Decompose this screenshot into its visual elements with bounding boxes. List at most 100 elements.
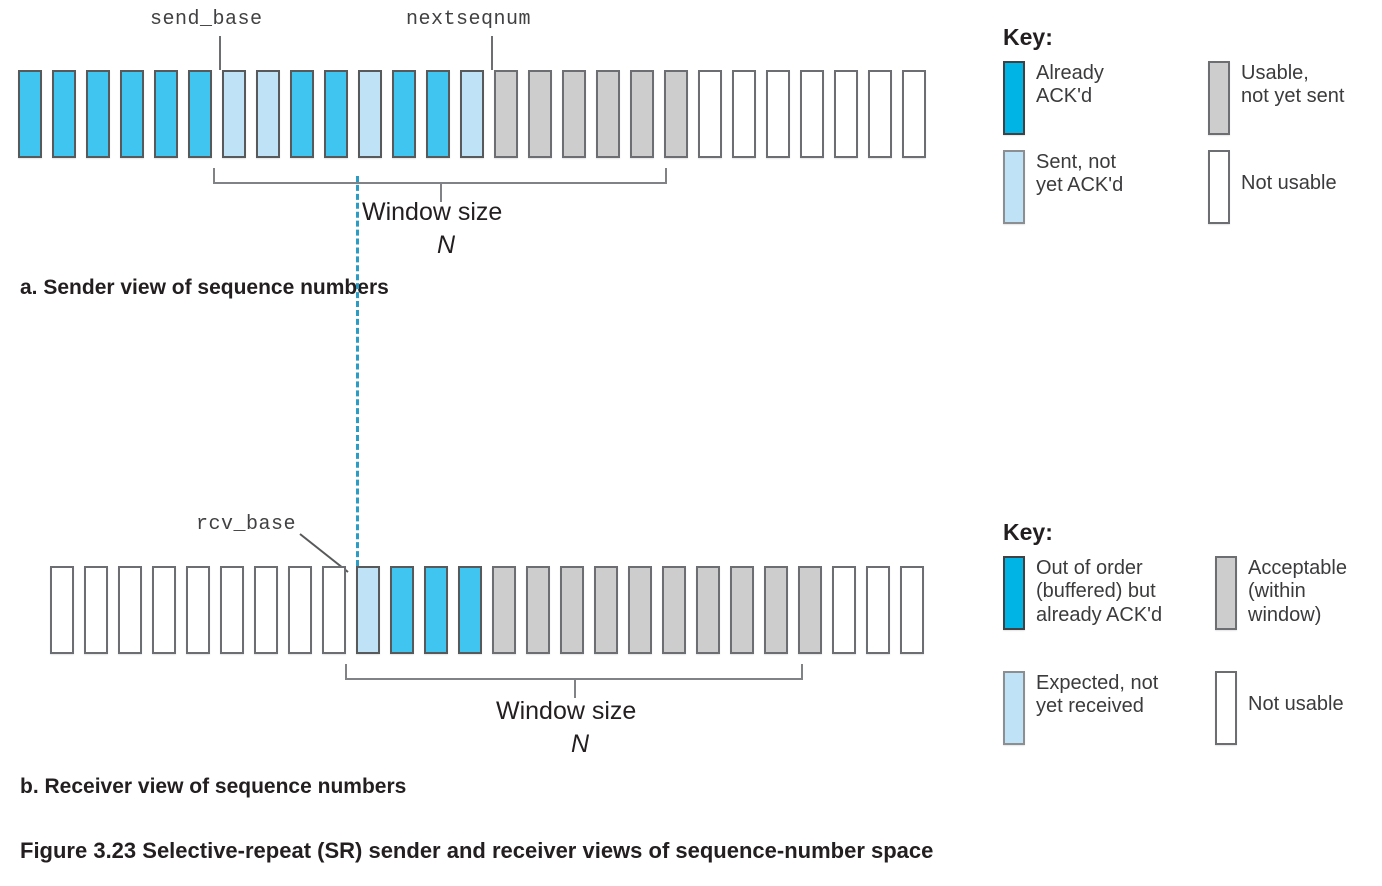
already-ackd-swatch-icon xyxy=(1003,61,1025,135)
receiver-sequence-cell xyxy=(84,566,108,654)
sender-key-item-usable-not-yet-sent: Usable, not yet sent xyxy=(1208,61,1382,135)
receiver-sequence-cell xyxy=(764,566,788,654)
receiver-key: Key: Out of order (buffered) but already… xyxy=(1003,519,1378,745)
sender-pointer-label-nextseqnum: nextseqnum xyxy=(406,8,532,31)
receiver-sequence-cell xyxy=(832,566,856,654)
receiver-sequence-cell xyxy=(220,566,244,654)
sender-sequence-cell xyxy=(562,70,586,158)
sender-window-bracket xyxy=(213,168,667,184)
sender-pointer-leader-send_base xyxy=(219,36,221,70)
receiver-key-item-label: Expected, not yet received xyxy=(1036,672,1159,718)
sender-key-item-not-usable: Not usable xyxy=(1208,150,1382,224)
receiver-sequence-cell xyxy=(254,566,278,654)
receiver-sequence-cell xyxy=(662,566,686,654)
receiver-sequence-cell xyxy=(390,566,414,654)
receiver-sequence-cell xyxy=(628,566,652,654)
out-of-order-swatch-icon xyxy=(1003,556,1025,630)
sender-key-item-label: Usable, not yet sent xyxy=(1241,62,1345,108)
receiver-not-usable-swatch-icon xyxy=(1215,671,1237,745)
receiver-sequence-cell xyxy=(424,566,448,654)
receiver-key-item-out-of-order-buffered: Out of order (buffered) but already ACK'… xyxy=(1003,556,1198,630)
sender-sequence-cell xyxy=(596,70,620,158)
sender-window-size-symbol: N xyxy=(437,231,456,259)
expected-not-received-swatch-icon xyxy=(1003,671,1025,745)
sender-sequence-cell xyxy=(528,70,552,158)
sender-sequence-cell xyxy=(460,70,484,158)
acceptable-swatch-icon xyxy=(1215,556,1237,630)
receiver-sequence-cell xyxy=(186,566,210,654)
sender-sequence-cell xyxy=(86,70,110,158)
receiver-sequence-cell xyxy=(526,566,550,654)
sender-sequence-cell xyxy=(154,70,178,158)
sender-sequence-cell xyxy=(698,70,722,158)
sender-sequence-cell xyxy=(256,70,280,158)
receiver-key-item-label: Out of order (buffered) but already ACK'… xyxy=(1036,557,1163,626)
sender-sequence-cell xyxy=(52,70,76,158)
sender-key-item-label: Sent, not yet ACK'd xyxy=(1036,151,1124,197)
sender-sequence-cell xyxy=(324,70,348,158)
receiver-sequence-row xyxy=(0,566,930,654)
receiver-sequence-cell xyxy=(356,566,380,654)
sender-sequence-cell xyxy=(766,70,790,158)
sender-sequence-cell xyxy=(800,70,824,158)
sender-sequence-cell xyxy=(426,70,450,158)
receiver-window-bracket xyxy=(345,664,803,680)
receiver-key-item-label: Not usable xyxy=(1248,693,1344,715)
sender-pointer-leader-nextseqnum xyxy=(491,36,493,70)
receiver-sequence-cell xyxy=(492,566,516,654)
sender-key-item-label: Already ACK'd xyxy=(1036,62,1104,108)
sender-key: Key: Already ACK'd Usable, not yet sent … xyxy=(1003,24,1378,224)
receiver-pointer-label-rcv_base: rcv_base xyxy=(196,513,297,536)
receiver-key-item-not-usable: Not usable xyxy=(1215,671,1382,745)
sender-sequence-cell xyxy=(392,70,416,158)
sender-sequence-cell xyxy=(18,70,42,158)
receiver-sequence-cell xyxy=(322,566,346,654)
sender-key-item-already-ackd: Already ACK'd xyxy=(1003,61,1178,135)
sender-sequence-cell xyxy=(120,70,144,158)
figure-caption: Figure 3.23 Selective-repeat (SR) sender… xyxy=(20,838,934,863)
usable-not-sent-swatch-icon xyxy=(1208,61,1230,135)
sender-receiver-connector-line xyxy=(356,176,359,566)
receiver-window-size-label: Window size xyxy=(496,697,637,725)
sender-pointer-label-send_base: send_base xyxy=(150,8,263,31)
receiver-sequence-cell xyxy=(594,566,618,654)
receiver-view-caption: b. Receiver view of sequence numbers xyxy=(20,775,407,798)
receiver-sequence-cell xyxy=(560,566,584,654)
sender-key-title: Key: xyxy=(1003,24,1053,50)
sender-sequence-cell xyxy=(868,70,892,158)
receiver-key-item-label: Acceptable (within window) xyxy=(1248,557,1347,626)
sender-sequence-cell xyxy=(358,70,382,158)
sender-sequence-cell xyxy=(188,70,212,158)
receiver-window-bracket-stem xyxy=(574,680,576,698)
receiver-sequence-cell xyxy=(900,566,924,654)
sender-sequence-cell xyxy=(290,70,314,158)
not-usable-swatch-icon xyxy=(1208,150,1230,224)
receiver-sequence-cell xyxy=(118,566,142,654)
receiver-window-size-symbol: N xyxy=(571,730,590,758)
receiver-sequence-cell xyxy=(798,566,822,654)
sender-window-bracket-stem xyxy=(440,184,442,202)
sender-view-caption: a. Sender view of sequence numbers xyxy=(20,276,389,299)
receiver-sequence-cell xyxy=(730,566,754,654)
sender-sequence-cell xyxy=(494,70,518,158)
sender-window-size-label: Window size xyxy=(362,198,503,226)
sender-key-item-label: Not usable xyxy=(1241,172,1337,194)
receiver-sequence-cell xyxy=(288,566,312,654)
receiver-sequence-cell xyxy=(152,566,176,654)
sender-sequence-row xyxy=(0,70,930,158)
receiver-sequence-cell xyxy=(866,566,890,654)
sender-sequence-cell xyxy=(834,70,858,158)
receiver-sequence-cell xyxy=(50,566,74,654)
sender-sequence-cell xyxy=(664,70,688,158)
receiver-key-item-acceptable-within-window: Acceptable (within window) xyxy=(1215,556,1382,630)
receiver-key-item-expected-not-received: Expected, not yet received xyxy=(1003,671,1198,745)
sender-key-item-sent-not-yet-ackd: Sent, not yet ACK'd xyxy=(1003,150,1178,224)
sender-sequence-cell xyxy=(222,70,246,158)
receiver-key-title: Key: xyxy=(1003,519,1053,545)
receiver-sequence-cell xyxy=(458,566,482,654)
receiver-pointer-leader-rcv_base xyxy=(299,533,349,573)
sent-not-ackd-swatch-icon xyxy=(1003,150,1025,224)
sender-sequence-cell xyxy=(732,70,756,158)
sender-sequence-cell xyxy=(902,70,926,158)
